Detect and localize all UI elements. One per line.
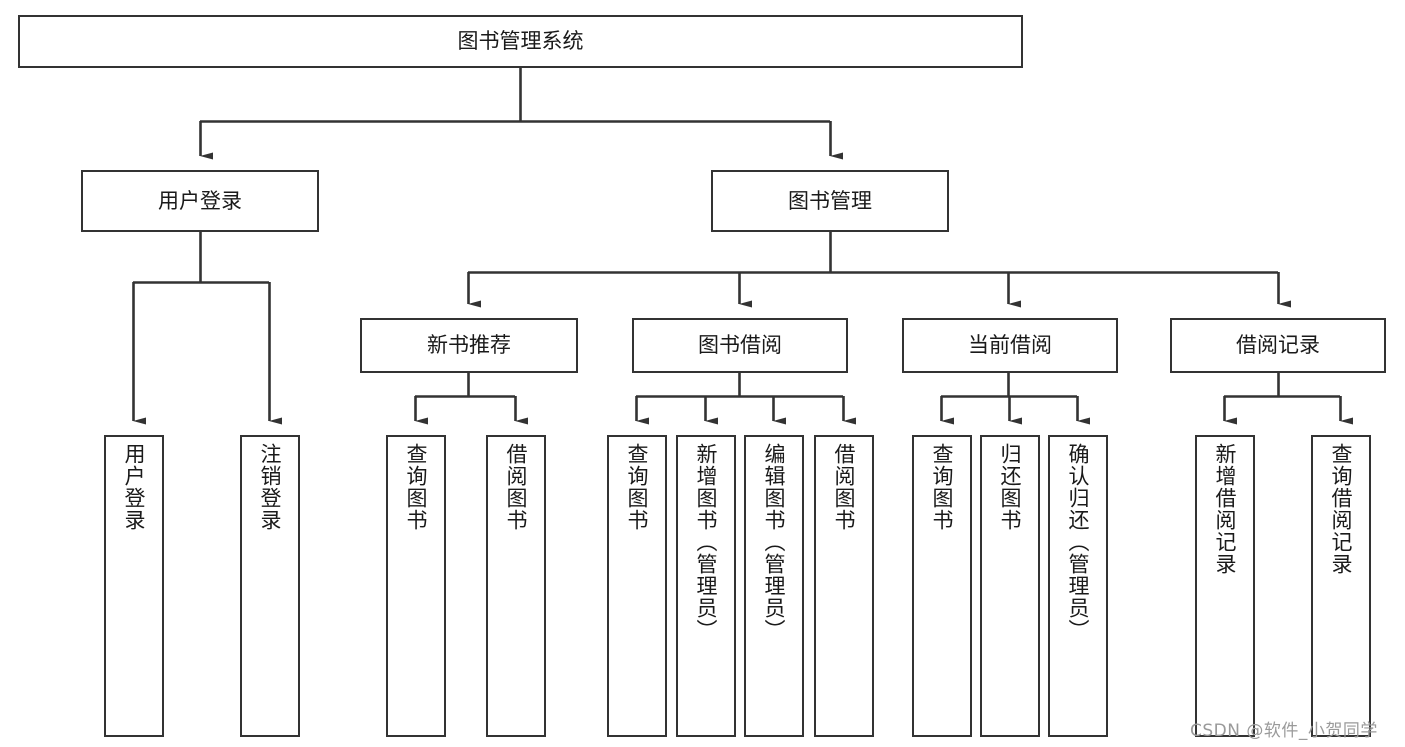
node-root[interactable]: 图书管理系统 xyxy=(18,15,1023,68)
node-user-login-label: 用户登录 xyxy=(158,188,242,213)
node-leaf-user-login[interactable]: 用户登录 xyxy=(104,435,164,737)
node-book-manage-label: 图书管理 xyxy=(788,188,872,213)
node-current-borrow[interactable]: 当前借阅 xyxy=(902,318,1118,373)
node-leaf-logout-label: 注销登录 xyxy=(258,443,283,531)
node-book-borrow[interactable]: 图书借阅 xyxy=(632,318,848,373)
node-leaf-query-record[interactable]: 查询借阅记录 xyxy=(1311,435,1371,737)
node-book-manage[interactable]: 图书管理 xyxy=(711,170,949,232)
node-borrow-record-label: 借阅记录 xyxy=(1236,333,1320,358)
node-leaf-add-record[interactable]: 新增借阅记录 xyxy=(1195,435,1255,737)
node-leaf-add-book-label: 新增图书（管理员） xyxy=(694,443,719,641)
node-root-label: 图书管理系统 xyxy=(457,29,584,54)
node-leaf-query-book-2-label: 查询图书 xyxy=(625,443,650,531)
node-leaf-edit-book-label: 编辑图书（管理员） xyxy=(762,443,787,641)
node-leaf-query-record-label: 查询借阅记录 xyxy=(1329,443,1354,575)
node-leaf-confirm-return[interactable]: 确认归还（管理员） xyxy=(1048,435,1108,737)
node-borrow-record[interactable]: 借阅记录 xyxy=(1170,318,1386,373)
node-leaf-edit-book[interactable]: 编辑图书（管理员） xyxy=(744,435,804,737)
node-leaf-borrow-book-2[interactable]: 借阅图书 xyxy=(814,435,874,737)
node-leaf-query-book-2[interactable]: 查询图书 xyxy=(607,435,667,737)
node-leaf-query-book-1[interactable]: 查询图书 xyxy=(386,435,446,737)
node-user-login[interactable]: 用户登录 xyxy=(81,170,319,232)
node-leaf-add-record-label: 新增借阅记录 xyxy=(1213,443,1238,575)
node-new-book-rec-label: 新书推荐 xyxy=(427,333,511,358)
node-leaf-borrow-book-1-label: 借阅图书 xyxy=(504,443,529,531)
node-leaf-query-book-1-label: 查询图书 xyxy=(404,443,429,531)
node-leaf-return-book[interactable]: 归还图书 xyxy=(980,435,1040,737)
node-leaf-user-login-label: 用户登录 xyxy=(122,443,147,531)
node-leaf-borrow-book-2-label: 借阅图书 xyxy=(832,443,857,531)
node-leaf-borrow-book-1[interactable]: 借阅图书 xyxy=(486,435,546,737)
node-new-book-rec[interactable]: 新书推荐 xyxy=(360,318,578,373)
node-current-borrow-label: 当前借阅 xyxy=(968,333,1052,358)
node-leaf-confirm-return-label: 确认归还（管理员） xyxy=(1066,443,1091,641)
node-leaf-query-book-3[interactable]: 查询图书 xyxy=(912,435,972,737)
node-book-borrow-label: 图书借阅 xyxy=(698,333,782,358)
node-leaf-return-book-label: 归还图书 xyxy=(998,443,1023,531)
node-leaf-logout[interactable]: 注销登录 xyxy=(240,435,300,737)
node-leaf-query-book-3-label: 查询图书 xyxy=(930,443,955,531)
node-leaf-add-book[interactable]: 新增图书（管理员） xyxy=(676,435,736,737)
